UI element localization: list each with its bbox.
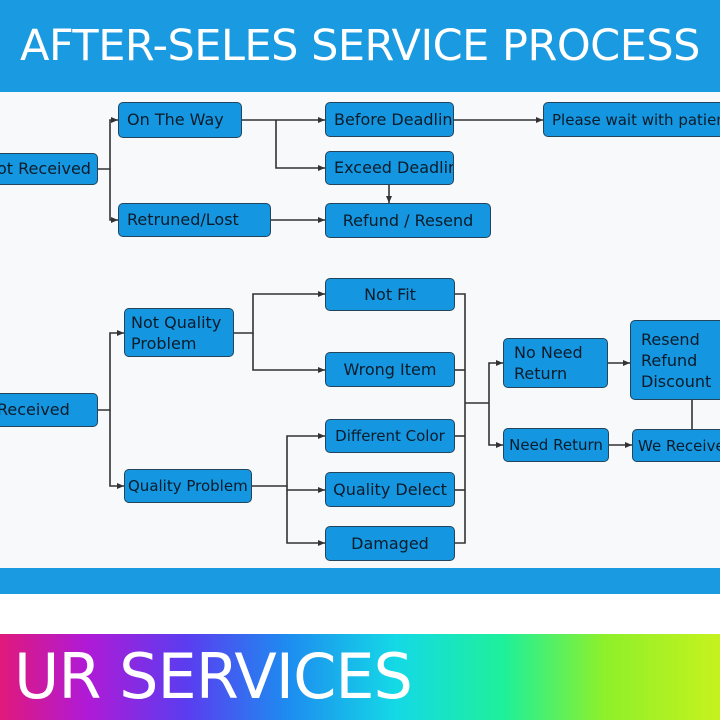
flowchart: ot Received On The Way Retruned/Lost Bef… [0,92,720,568]
node-not-received: ot Received [0,153,98,185]
node-no-need-return: No Need Return [503,338,608,388]
connector-lines [98,117,693,546]
connector [98,330,124,411]
node-not-quality-problem: Not Quality Problem [124,308,234,357]
node-returned-lost: Retruned/Lost [118,203,271,237]
connector [234,291,325,334]
node-we-received: We Receive [632,429,720,462]
connector [488,403,503,448]
connector [275,120,325,171]
node-need-return: Need Return [503,428,609,462]
rainbow-banner [0,634,720,720]
node-before-deadline: Before Deadline [325,102,454,137]
node-quality-defect: Quality Delect [325,472,455,507]
services-title: UR SERVICES [14,640,413,713]
node-different-color: Different Color [325,419,455,453]
header-banner [0,0,720,92]
connector [286,490,325,546]
node-on-the-way: On The Way [118,102,242,138]
connector [286,486,325,493]
page-title: AFTER-SELES SERVICE PROCESS [20,21,700,71]
node-received: Received [0,393,98,427]
node-wrong-item: Wrong Item [325,352,455,387]
connector [252,333,325,373]
node-resend-refund-discount: Resend Refund Discount [630,320,720,400]
lower-blue-strip [0,568,720,594]
node-refund-resend: Refund / Resend [325,203,491,238]
node-quality-problem: Quality Problem [124,469,252,503]
connector [109,410,124,489]
connector [488,360,503,403]
spacer [0,594,720,634]
connector [252,433,325,487]
connector [109,117,118,169]
node-damaged: Damaged [325,526,455,561]
connector [98,168,118,223]
node-exceed-deadline: Exceed Deadline [325,151,454,185]
connector [455,293,466,544]
node-please-wait: Please wait with patienc [543,102,720,137]
node-not-fit: Not Fit [325,278,455,311]
